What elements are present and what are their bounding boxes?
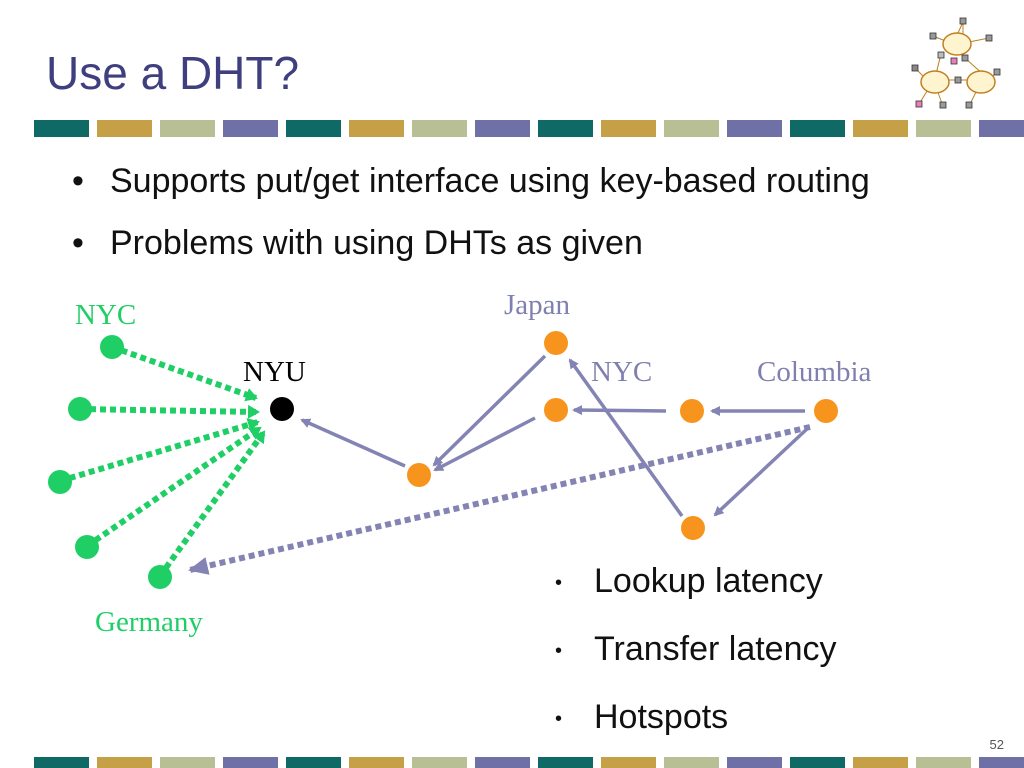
bullet-dot-icon: • [555,640,563,663]
label-columbia: Columbia [757,356,872,388]
purple-route-arrows [300,354,810,518]
node-orange [681,516,705,540]
label-nyu: NYU [243,356,306,388]
main-bullet-list: • Supports put/get interface using key-ba… [72,160,870,284]
route-arrow [433,416,536,472]
label-nyc-green: NYC [75,299,137,331]
node-orange [407,463,431,487]
slide-title: Use a DHT? [46,47,300,99]
page-number: 52 [989,737,1004,752]
node-green [68,397,92,421]
bullet-dot-icon: • [555,572,563,595]
bullet-dot-icon: • [555,708,563,731]
label-nyc-purple: NYC [591,356,653,388]
return-dotted-arrow [188,424,811,575]
label-japan: Japan [504,289,571,321]
bullet-item: • Supports put/get interface using key-ba… [72,160,870,222]
node-nyu [270,397,294,421]
bullet-dot-icon: • [72,162,84,200]
problem-sub-list: • Lookup latency • Transfer latency • Hotsp… [555,560,837,764]
label-germany: Germany [95,606,203,638]
sub-bullet-text: Hotspots [594,698,729,736]
route-arrow [568,358,684,518]
route-arrow [300,418,406,468]
node-orange [544,398,568,422]
bullet-dot-icon: • [72,224,84,262]
route-arrow [432,354,547,467]
node-green [100,335,124,359]
green-arrow [79,404,260,419]
sub-bullet-text: Transfer latency [594,630,837,668]
top-decorative-bar [34,120,1024,137]
green-nodes [48,335,172,589]
sub-bullet-item: • Lookup latency [555,560,837,628]
network-clouds-logo [911,17,1001,109]
green-dotted-arrows [59,344,267,578]
node-orange [814,399,838,423]
bullet-text: Supports put/get interface using key-bas… [110,162,870,200]
sub-bullet-item: • Transfer latency [555,628,837,696]
route-arrow [713,426,810,517]
bottom-decorative-bar [34,757,1024,768]
bullet-text: Problems with using DHTs as given [110,224,643,262]
green-arrow [59,418,260,484]
green-arrow [110,344,258,402]
green-arrow [85,425,262,549]
node-green [148,565,172,589]
node-orange [544,331,568,355]
node-green [48,470,72,494]
node-orange [680,399,704,423]
route-arrow [572,405,667,416]
bullet-item: • Problems with using DHTs as given [72,222,870,284]
sub-bullet-item: • Hotspots [555,696,837,764]
orange-nodes [407,331,838,540]
sub-bullet-text: Lookup latency [594,562,823,600]
node-green [75,535,99,559]
